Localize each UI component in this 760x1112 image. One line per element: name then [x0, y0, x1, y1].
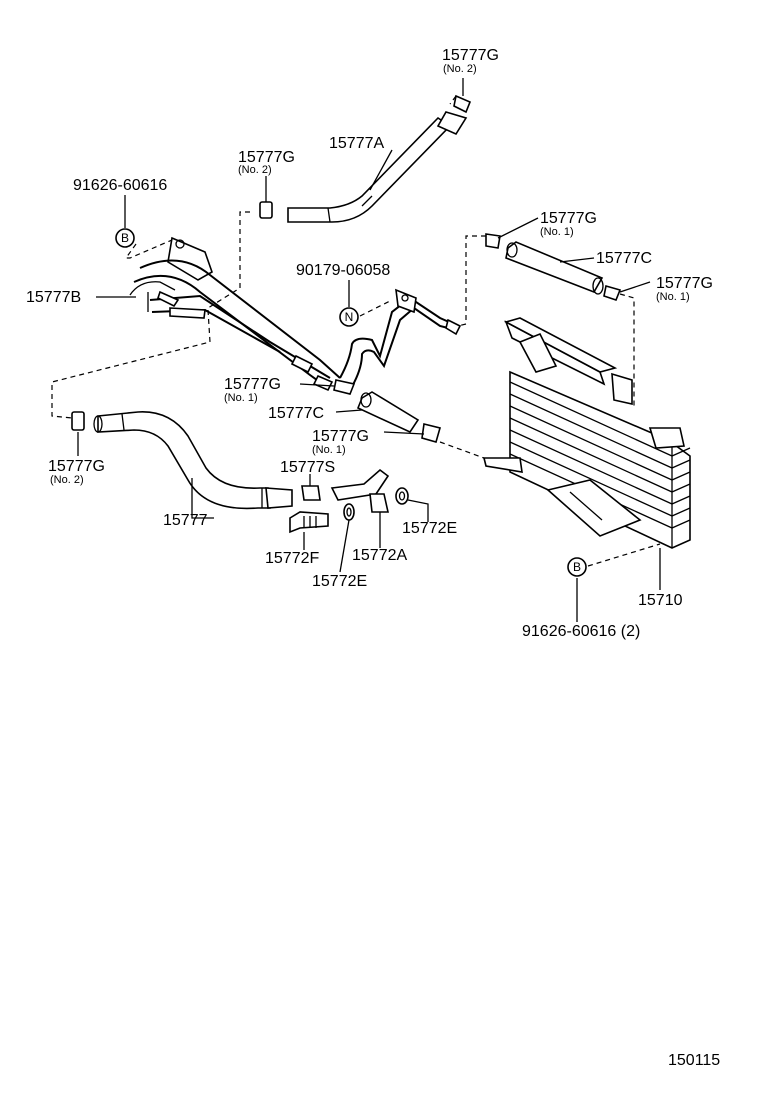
oil-cooler-15710: [482, 317, 691, 549]
bolt-15772f: [289, 511, 329, 534]
washer-15772e-bottom: [343, 503, 355, 521]
callout-15777b: 15777B: [26, 289, 81, 306]
part-note: (No. 1): [224, 392, 258, 404]
part-number: 15777G: [656, 275, 713, 292]
part-note: (No. 1): [312, 444, 346, 456]
callout-15772e-bottom: 15772E: [312, 573, 367, 590]
callout-15777c-right: 15777C: [596, 250, 652, 267]
mark-n: N: [339, 307, 359, 327]
part-number: 15777G: [224, 376, 281, 393]
callout-15777g-center2: 15777G (No. 1): [312, 428, 369, 456]
clip-15777g-upper-right: [485, 233, 501, 249]
mark-b-left: B: [115, 228, 135, 248]
diagram-number: 150115: [668, 1052, 720, 1069]
callout-15772a: 15772A: [352, 547, 407, 564]
callout-15772e-right: 15772E: [402, 520, 457, 537]
hose-15777: [93, 411, 293, 510]
callout-15772f: 15772F: [265, 550, 319, 567]
callout-15777g-mid: 15777G (No. 2): [238, 149, 295, 176]
clip-15777g-top: [453, 94, 472, 114]
hose-15777a: [287, 111, 468, 223]
part-number: 15777G: [442, 47, 499, 64]
part-note: (No. 1): [540, 226, 574, 238]
callout-15777g-right: 15777G (No. 1): [656, 275, 713, 303]
part-note: (No. 2): [50, 474, 84, 486]
part-number: 15777G: [48, 458, 105, 475]
callout-90179-06058: 90179-06058: [296, 262, 390, 279]
dashed-lines: [51, 95, 661, 567]
callout-91626-60616-right: 91626-60616 (2): [522, 623, 640, 640]
mark-b-right: B: [567, 557, 587, 577]
part-note: (No. 2): [238, 164, 272, 176]
callout-15777s: 15777S: [280, 459, 335, 476]
svg-text:N: N: [345, 310, 354, 324]
callout-15777c-center: 15777C: [268, 405, 324, 422]
clip-15777g-mid: [259, 201, 273, 219]
callout-91626-60616-left: 91626-60616: [73, 177, 167, 194]
clip-15777s: [301, 485, 321, 501]
pipe-assembly-15777b: [129, 236, 341, 392]
callout-15777a: 15777A: [329, 135, 384, 152]
union-15772a: [330, 468, 390, 513]
svg-text:B: B: [121, 231, 129, 245]
callout-15710: 15710: [638, 592, 683, 609]
part-note: (No. 2): [443, 63, 477, 75]
washer-15772e-right: [395, 487, 409, 505]
pipe-center: [339, 288, 462, 391]
part-number: 15777G: [238, 149, 295, 166]
svg-text:B: B: [573, 560, 581, 574]
leader-lines: [77, 78, 661, 622]
part-number: 15777G: [312, 428, 369, 445]
callout-15777g-top: 15777G (No. 2): [442, 47, 499, 75]
callout-15777g-left: 15777G (No. 2): [48, 458, 105, 486]
callout-15777g-center: 15777G (No. 1): [224, 376, 281, 404]
hose-15777c-center: [356, 391, 420, 434]
part-number: 15777G: [540, 210, 597, 227]
clip-15777g-right: [603, 284, 622, 301]
hose-15777c-right: [505, 241, 604, 295]
clip-15777g-center: [333, 379, 356, 395]
callout-15777g-upper-right: 15777G (No. 1): [540, 210, 597, 238]
part-note: (No. 1): [656, 291, 690, 303]
callout-15777: 15777: [163, 512, 208, 529]
clip-15777g-center2: [421, 423, 441, 443]
clip-15777g-left: [71, 411, 85, 431]
